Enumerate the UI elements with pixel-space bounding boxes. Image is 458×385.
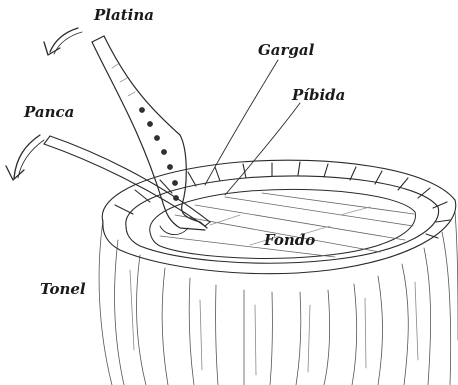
leader-lines bbox=[205, 60, 300, 195]
label-tonel: Tonel bbox=[40, 282, 86, 297]
barrel-rim bbox=[102, 160, 456, 273]
label-panca: Panca bbox=[24, 105, 74, 120]
label-fondo: Fondo bbox=[264, 233, 315, 248]
label-gargal: Gargal bbox=[258, 43, 314, 58]
platina-tool bbox=[92, 36, 207, 235]
label-platina: Platina bbox=[94, 8, 154, 23]
label-pibida: Píbida bbox=[292, 88, 345, 103]
